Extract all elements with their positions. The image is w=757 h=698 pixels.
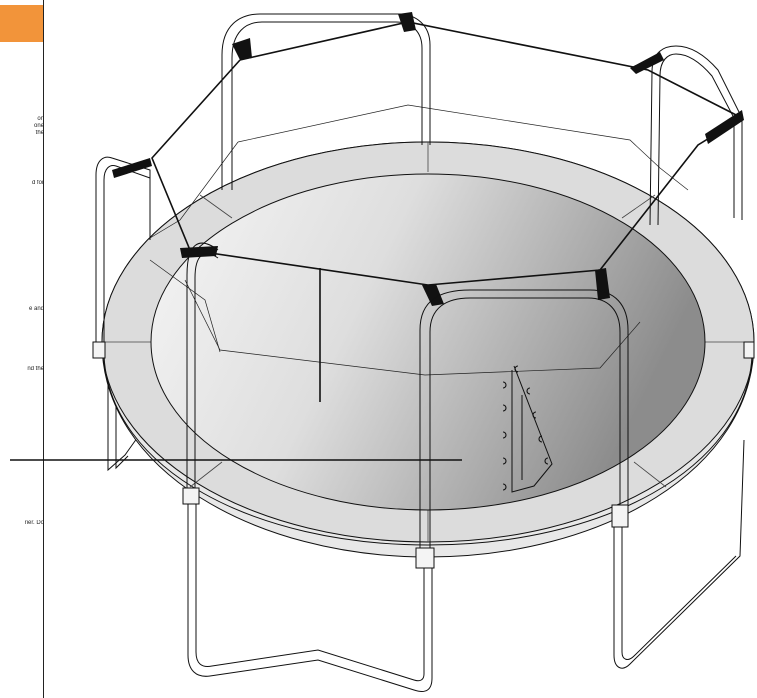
text-fragment: d for bbox=[31, 180, 44, 186]
text-fragment: e and bbox=[28, 306, 44, 312]
callout-lines bbox=[10, 268, 462, 461]
text-fragment: one bbox=[33, 123, 44, 129]
section-header-tab bbox=[0, 5, 43, 42]
side-instructions-panel: on one the d for e and nd the rier. Do bbox=[0, 0, 44, 698]
door-hooks bbox=[502, 365, 549, 491]
strap-clips bbox=[112, 12, 744, 306]
enclosure-poles bbox=[95, 13, 743, 345]
text-fragment: on bbox=[37, 116, 44, 122]
leg-connectors bbox=[92, 341, 755, 569]
text-fragment: the bbox=[35, 130, 44, 136]
net-guide-lines bbox=[149, 104, 689, 376]
net-door bbox=[511, 365, 553, 493]
front-legs bbox=[187, 439, 745, 692]
text-fragment: rier. Do bbox=[24, 520, 44, 526]
net-top-ring bbox=[151, 21, 744, 286]
jumping-mat bbox=[150, 173, 706, 511]
text-fragment: nd the bbox=[27, 366, 44, 372]
front-poles bbox=[186, 242, 629, 555]
